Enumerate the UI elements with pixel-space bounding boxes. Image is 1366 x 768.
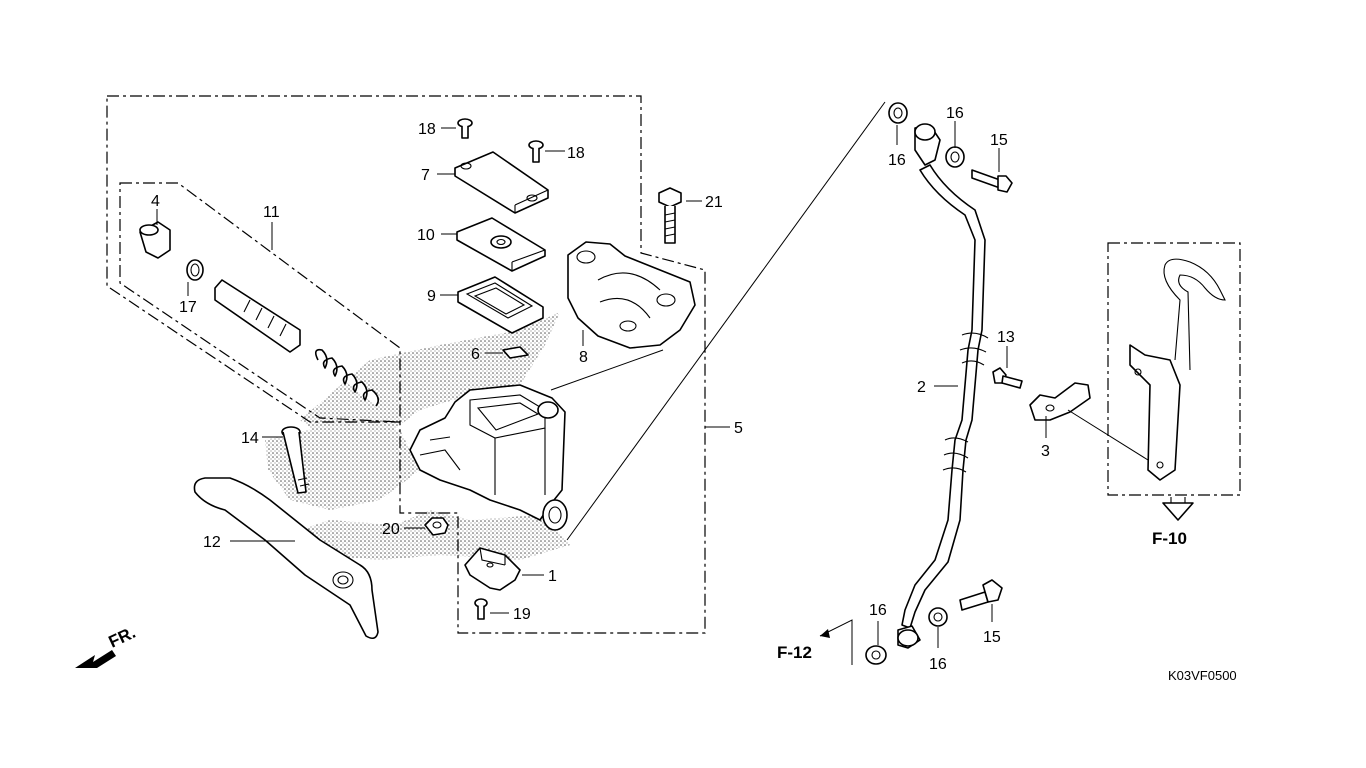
front-direction-arrow-icon xyxy=(75,650,116,668)
label-part-2: 2 xyxy=(917,379,926,396)
bolt-15-bottom xyxy=(959,579,1003,611)
piston xyxy=(214,279,301,353)
label-part-14: 14 xyxy=(241,430,259,447)
label-part-8: 8 xyxy=(579,349,588,366)
pivot-bolt-14 xyxy=(281,426,310,494)
label-part-4: 4 xyxy=(151,193,160,210)
leader-lines xyxy=(156,121,1047,648)
label-part-7: 7 xyxy=(421,167,430,184)
label-part-21: 21 xyxy=(705,194,723,211)
ref-f10: F-10 xyxy=(1152,529,1187,548)
label-part-1: 1 xyxy=(548,568,557,585)
f12-arrow-icon xyxy=(819,619,853,665)
reservoir-cap-7 xyxy=(454,151,549,214)
lever-12 xyxy=(193,477,379,640)
bolt-21 xyxy=(658,187,682,244)
front-direction-label: FR. xyxy=(106,623,139,652)
banjo-top xyxy=(914,123,941,166)
label-part-10: 10 xyxy=(417,227,435,244)
label-part-5: 5 xyxy=(734,420,743,437)
label-part-6: 6 xyxy=(471,346,480,363)
clamp-3 xyxy=(1029,382,1091,421)
label-part-11: 11 xyxy=(263,204,280,221)
banjo-bottom xyxy=(897,625,921,649)
screw-19 xyxy=(474,598,488,620)
cable-bracket xyxy=(1067,258,1226,481)
washer-16-bottom-left xyxy=(865,645,887,665)
diagram-code: K03VF0500 xyxy=(1168,668,1237,683)
label-part-16-d: 16 xyxy=(929,656,947,673)
label-part-9: 9 xyxy=(427,288,436,305)
f10-arrow-icon xyxy=(1162,497,1194,521)
spring xyxy=(314,348,380,407)
assembly-boundaries xyxy=(106,95,1241,634)
label-part-19: 19 xyxy=(513,606,531,623)
master-cylinder-body xyxy=(409,384,568,531)
part-labels: 18 18 7 10 9 6 8 21 5 4 11 17 14 12 20 1… xyxy=(151,105,1050,673)
bolt-15-top xyxy=(971,169,1013,193)
washer-16-bottom-right xyxy=(928,607,948,627)
label-part-16-c: 16 xyxy=(869,602,887,619)
boot-4 xyxy=(139,221,171,259)
diaphragm-9 xyxy=(457,276,544,334)
label-part-3: 3 xyxy=(1041,443,1050,460)
label-part-16-b: 16 xyxy=(946,105,964,122)
label-part-12: 12 xyxy=(203,534,221,551)
brake-hose-2 xyxy=(901,164,989,629)
screw-18-a xyxy=(457,118,473,139)
label-part-18-b: 18 xyxy=(567,145,585,162)
label-part-18-a: 18 xyxy=(418,121,436,138)
label-part-13: 13 xyxy=(997,329,1015,346)
nut-20 xyxy=(424,517,449,536)
switch-1 xyxy=(464,547,521,591)
label-part-16-a: 16 xyxy=(888,152,906,169)
plate-10 xyxy=(456,217,546,272)
label-part-17: 17 xyxy=(179,299,197,316)
screw-18-b xyxy=(528,140,544,163)
washer-16-top-left xyxy=(888,102,908,124)
plate-6 xyxy=(502,346,529,359)
holder-8 xyxy=(567,241,696,349)
ref-f12: F-12 xyxy=(777,643,812,662)
washer-16-top-right xyxy=(945,146,965,168)
label-part-15-a: 15 xyxy=(990,132,1008,149)
label-part-15-b: 15 xyxy=(983,629,1001,646)
circlip-17 xyxy=(186,259,204,281)
bolt-13 xyxy=(992,367,1023,389)
label-part-20: 20 xyxy=(382,521,400,538)
